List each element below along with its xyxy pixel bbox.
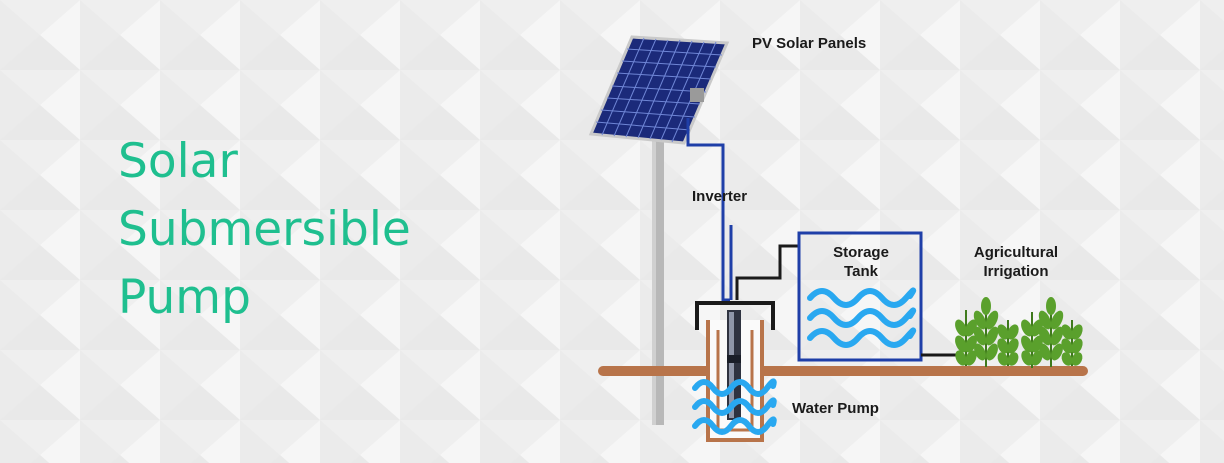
solar-panel-icon <box>588 35 730 145</box>
irrigation-label-line-2: Irrigation <box>983 263 1049 280</box>
pv-panels-label: PV Solar Panels <box>752 35 867 52</box>
power-wire <box>686 118 730 302</box>
well-water-waves <box>692 378 777 435</box>
water-pump-label: Water Pump <box>792 400 879 417</box>
plants-icon <box>955 297 1083 368</box>
storage-tank-label-line-1: Storage <box>833 244 889 261</box>
irrigation-label: Agricultural Irrigation <box>960 243 1072 281</box>
storage-tank <box>797 231 923 362</box>
ground-line <box>598 366 1088 376</box>
title-line-3: Pump <box>118 270 251 325</box>
page-title: Solar Submersible Pump <box>118 128 411 332</box>
tank-water-waves <box>807 287 917 348</box>
irrigation-label-line-1: Agricultural <box>973 244 1059 261</box>
storage-tank-label-line-2: Tank <box>844 263 878 280</box>
outlet-pipe <box>735 244 800 300</box>
title-line-2: Submersible <box>118 202 411 257</box>
title-line-1: Solar <box>118 134 238 189</box>
storage-tank-label: Storage Tank <box>818 243 904 281</box>
inverter-label: Inverter <box>692 188 748 205</box>
